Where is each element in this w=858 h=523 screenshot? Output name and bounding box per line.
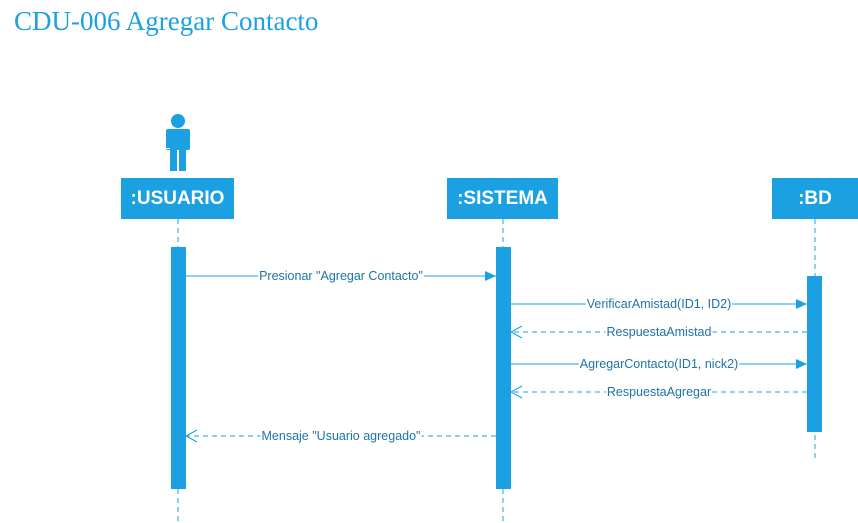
lifeline-sistema-label: :SISTEMA bbox=[457, 187, 548, 209]
message-2: VerificarAmistad(ID1, ID2) bbox=[511, 297, 807, 311]
open-arrowhead bbox=[184, 429, 198, 443]
filled-arrowhead bbox=[796, 359, 807, 369]
message-5: RespuestaAgregar bbox=[509, 385, 807, 399]
lifeline-sistema[interactable]: :SISTEMA bbox=[447, 178, 558, 219]
label-background bbox=[605, 385, 713, 399]
message-label: Mensaje "Usuario agregado" bbox=[262, 429, 421, 443]
message-1: Presionar "Agregar Contacto" bbox=[186, 269, 496, 283]
messages-layer: Presionar "Agregar Contacto" VerificarAmi… bbox=[184, 269, 807, 443]
open-arrowhead bbox=[509, 385, 523, 399]
message-label: RespuestaAgregar bbox=[607, 385, 711, 399]
open-arrowhead bbox=[509, 325, 523, 339]
lifeline-usuario[interactable]: :USUARIO bbox=[121, 178, 234, 219]
message-label: VerificarAmistad(ID1, ID2) bbox=[587, 297, 731, 311]
lifeline-usuario-label: :USUARIO bbox=[130, 187, 225, 209]
label-background bbox=[605, 325, 713, 339]
activation-usuario bbox=[171, 247, 186, 489]
label-background bbox=[258, 269, 424, 283]
diagram-title: CDU-006 Agregar Contacto bbox=[14, 6, 319, 36]
filled-arrowhead bbox=[796, 299, 807, 309]
lifeline-bd-label: :BD bbox=[798, 187, 832, 209]
user-icon bbox=[166, 114, 190, 171]
activation-sistema bbox=[496, 247, 511, 489]
message-label: RespuestaAmistad bbox=[607, 325, 712, 339]
lifeline-bd[interactable]: :BD bbox=[772, 178, 858, 219]
message-6: Mensaje "Usuario agregado" bbox=[184, 429, 496, 443]
message-3: RespuestaAmistad bbox=[509, 325, 807, 339]
label-background bbox=[260, 429, 422, 443]
activation-bd bbox=[807, 276, 822, 432]
message-label: Presionar "Agregar Contacto" bbox=[259, 269, 423, 283]
label-background bbox=[585, 297, 733, 311]
label-background bbox=[578, 357, 740, 371]
message-label: AgregarContacto(ID1, nick2) bbox=[580, 357, 738, 371]
message-4: AgregarContacto(ID1, nick2) bbox=[511, 357, 807, 371]
filled-arrowhead bbox=[485, 271, 496, 281]
